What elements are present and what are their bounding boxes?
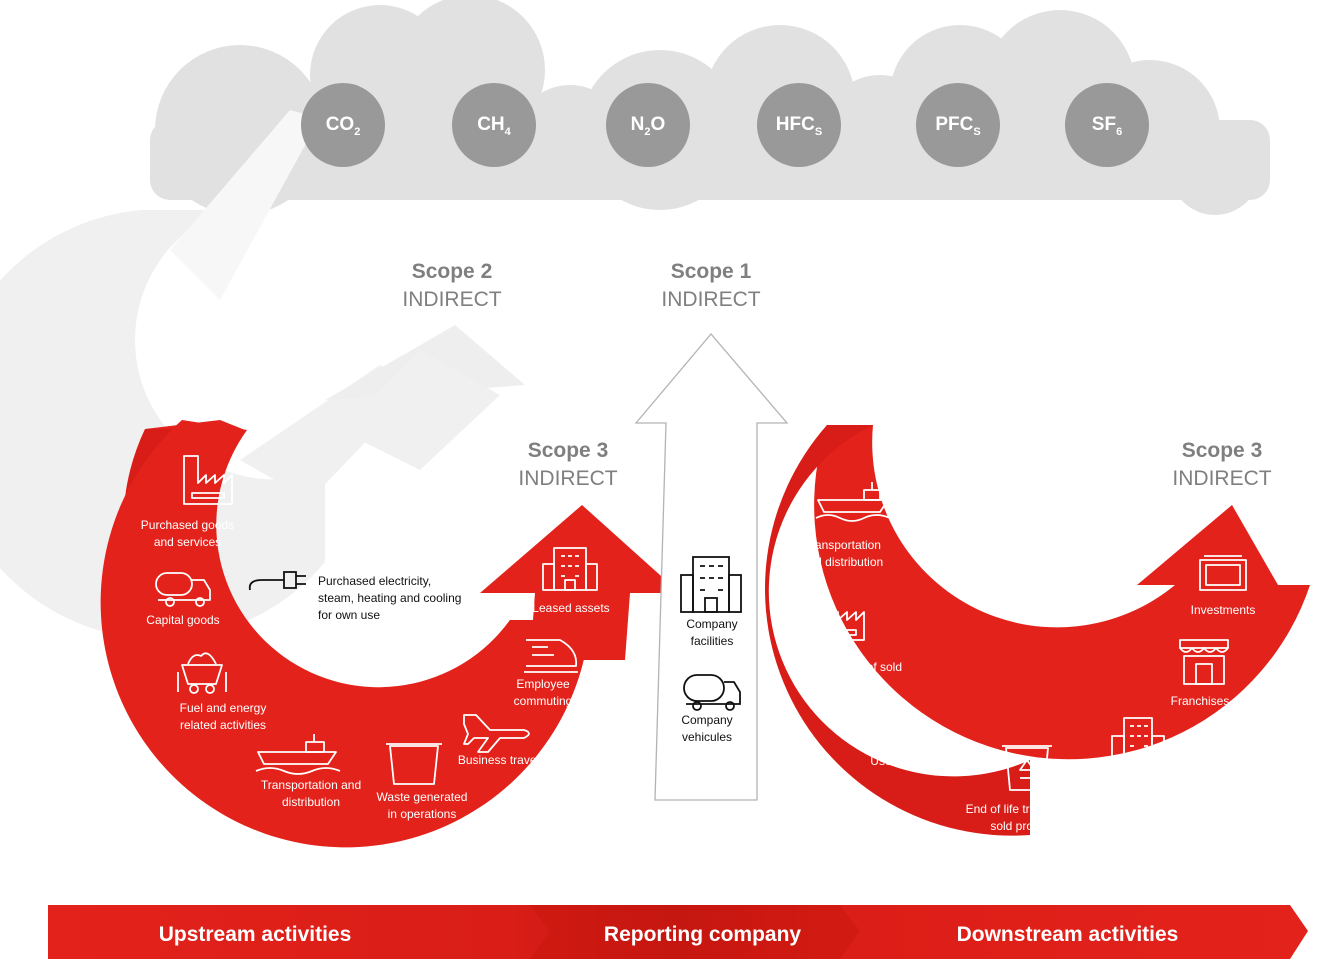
recycle-bin-icon [1002,745,1052,791]
factory-icon [183,455,233,505]
gas-sf6-label: SF6 [1091,114,1123,138]
gas-ch4-label: CH4 [477,114,511,138]
downstream-leased-assets-label: Leased assets [1097,772,1175,786]
scope3-downstream-type: INDIRECT [1172,467,1272,490]
scope3-upstream-name: Scope 3 [527,439,609,462]
storefront-icon [1179,639,1229,685]
scope3-downstream-name: Scope 3 [1181,439,1263,462]
scope2-label: Scope 2 INDIRECT [372,258,532,314]
investments-label: Investments [1190,603,1256,617]
gas-n2o-bubble: N2O [606,83,690,167]
scope2-name: Scope 2 [411,260,493,283]
downstream-activities-label: Downstream activities [956,923,1179,946]
leased-building-icon [542,547,598,591]
scope2-arrow [0,110,525,640]
gas-sf6-bubble: SF6 [1065,83,1149,167]
reporting-company-label: Reporting company [603,923,802,946]
scope1-name: Scope 1 [670,260,752,283]
scissors-icon [882,706,927,747]
company-building-icon [680,556,742,613]
downstream-arrow [765,425,1310,836]
factory-icon [817,595,865,641]
processing-label: Processing of sold products [803,660,903,691]
purchased-electricity-label: Purchased electricity, steam, heating an… [318,574,462,622]
gas-co2-label: CO2 [325,114,361,138]
scope3-upstream-type: INDIRECT [518,467,618,490]
franchises-label: Franchises [1170,694,1230,708]
capital-goods-label: Capital goods [146,613,220,627]
gas-hfcs-bubble: HFCS [757,83,841,167]
electric-plug-icon [248,571,306,591]
use-of-sold-products-label: Use of sold products [870,754,980,768]
gas-pfcs-label: PFCS [935,114,981,138]
waste-bin-icon [386,743,442,785]
scope3-downstream-label: Scope 3 INDIRECT [1142,437,1302,493]
train-icon [524,639,578,673]
scope1-arrow [634,332,789,801]
coal-cart-icon [177,652,227,694]
downstream-transportation-label: Transportation and distribution [801,538,884,569]
purchased-goods-label: Purchased goods and services [140,518,235,549]
gas-ch4-bubble: CH4 [452,83,536,167]
fuel-energy-label: Fuel and energy related activities [179,701,267,732]
end-of-life-label: End of life treatment of sold products [965,802,1087,833]
gas-n2o-label: N2O [630,114,666,138]
company-vehicle-icon [683,674,741,711]
upstream-leased-assets-label: Leased assets [532,601,610,615]
ship-icon [815,482,891,522]
business-travel-label: Business travel [457,753,540,767]
company-facilities-label: Company facilities [686,617,738,648]
banknote-icon [1199,555,1247,591]
waste-label: Waste generated in operations [376,790,468,821]
leased-building-icon [1111,717,1165,765]
employee-commuting-label: Employee commuting [513,677,573,708]
activity-band [48,905,1308,959]
gas-co2-bubble: CO2 [301,83,385,167]
scope1-label: Scope 1 INDIRECT [631,258,791,314]
upstream-arrow [100,420,680,848]
upstream-activities-label: Upstream activities [158,923,352,946]
ship-icon [255,734,341,775]
upstream-transportation-label: Transportation and distribution [260,778,362,809]
scope2-type: INDIRECT [402,288,502,311]
tanker-truck-icon [155,572,211,607]
company-vehicles-label: Company vehicules [681,713,733,744]
gas-pfcs-bubble: PFCS [916,83,1000,167]
scope1-type: INDIRECT [661,288,761,311]
gas-hfcs-label: HFCS [775,114,823,138]
scope3-upstream-label: Scope 3 INDIRECT [488,437,648,493]
airplane-icon [463,714,530,753]
